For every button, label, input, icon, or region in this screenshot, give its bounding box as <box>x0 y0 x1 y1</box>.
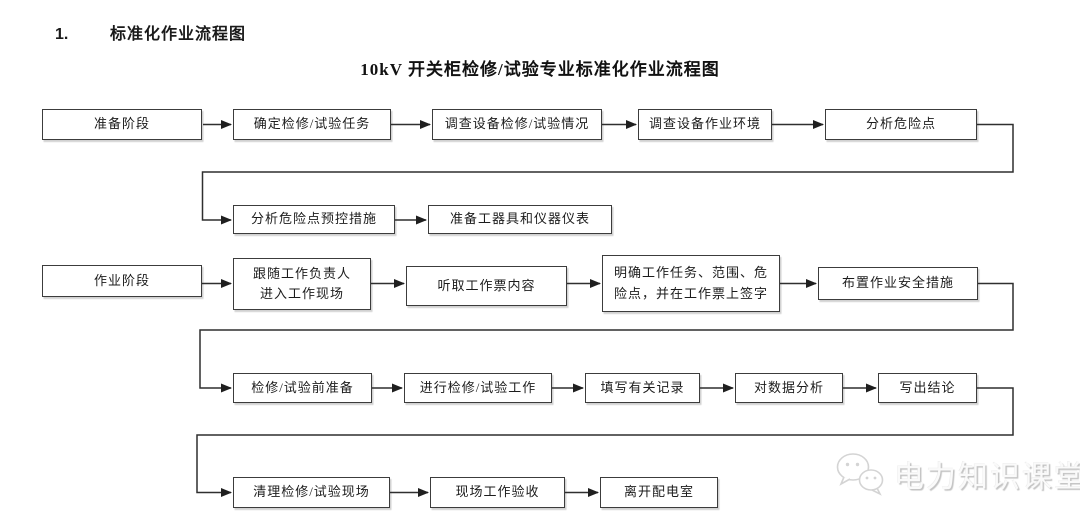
node-analyze-hazards: 分析危险点 <box>825 109 977 140</box>
node-prep-stage: 准备阶段 <box>42 109 202 140</box>
node-hazard-control-measures: 分析危险点预控措施 <box>233 205 395 234</box>
node-site-acceptance: 现场工作验收 <box>430 477 565 508</box>
wechat-chat-bubbles-icon <box>836 453 884 496</box>
node-listen-ticket: 听取工作票内容 <box>406 266 567 306</box>
section-heading: 1. 标准化作业流程图 <box>55 20 246 44</box>
chart-title: 10kV 开关柜检修/试验专业标准化作业流程图 <box>360 60 720 79</box>
node-analyze-data: 对数据分析 <box>735 373 843 403</box>
node-follow-leader: 跟随工作负责人 进入工作现场 <box>233 258 371 310</box>
node-work-stage: 作业阶段 <box>42 265 202 297</box>
node-clean-site: 清理检修/试验现场 <box>233 477 390 508</box>
node-clarify-tasks: 明确工作任务、范围、危 险点，并在工作票上签字 <box>602 255 780 312</box>
node-prepare-tools: 准备工器具和仪器仪表 <box>428 205 612 234</box>
node-perform-work: 进行检修/试验工作 <box>404 373 552 403</box>
section-number: 1. <box>55 26 69 43</box>
watermark: 电力知识课堂 <box>834 448 1080 500</box>
node-pre-work-prep: 检修/试验前准备 <box>233 373 372 403</box>
node-survey-work-environment: 调查设备作业环境 <box>638 109 772 140</box>
node-write-conclusion: 写出结论 <box>878 373 977 403</box>
node-survey-equipment-condition: 调查设备检修/试验情况 <box>432 109 602 140</box>
node-fill-records: 填写有关记录 <box>585 373 700 403</box>
section-heading-text: 标准化作业流程图 <box>110 26 247 43</box>
watermark-text: 电力知识课堂 <box>894 461 1080 494</box>
node-define-task: 确定检修/试验任务 <box>233 109 391 140</box>
node-leave-room: 离开配电室 <box>600 477 718 508</box>
node-arrange-safety: 布置作业安全措施 <box>818 267 978 300</box>
